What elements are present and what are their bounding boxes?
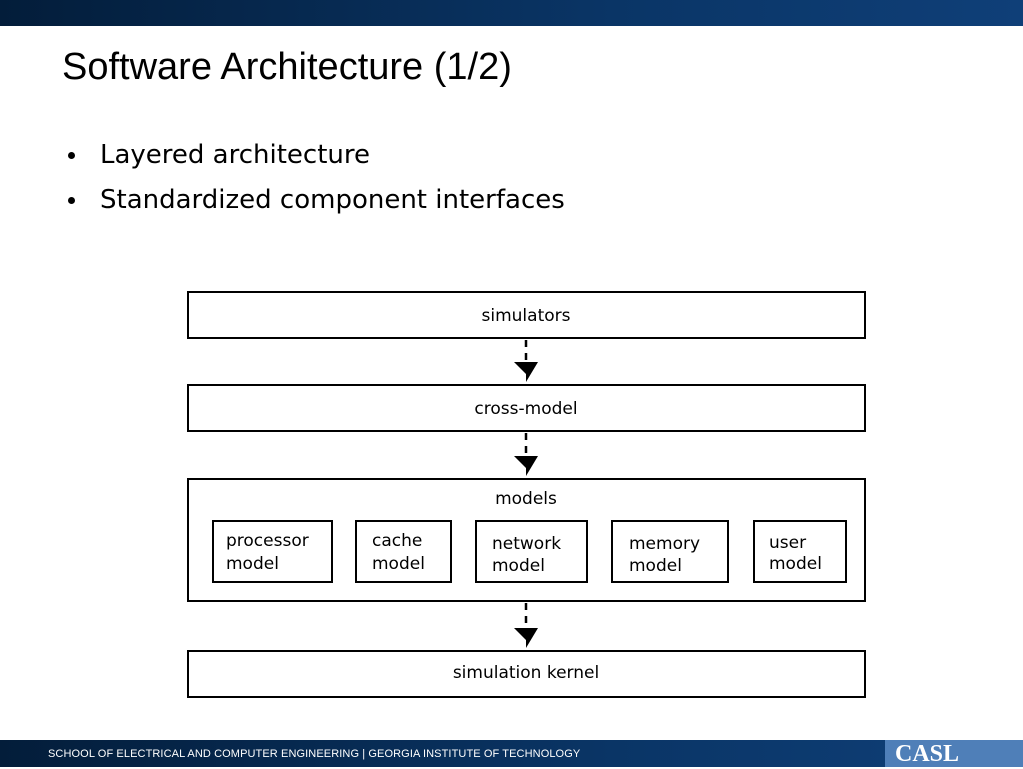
- network-model-box: [475, 520, 588, 583]
- arrow-down-icon: [514, 628, 538, 648]
- models-box: [187, 478, 866, 602]
- footer-text: SCHOOL OF ELECTRICAL AND COMPUTER ENGINE…: [48, 748, 581, 760]
- footer-bar: SCHOOL OF ELECTRICAL AND COMPUTER ENGINE…: [0, 740, 1023, 767]
- memory-model-box: [611, 520, 729, 583]
- bullet-list: Layered architecture Standardized compon…: [64, 136, 565, 226]
- models-label: models: [495, 489, 557, 509]
- slide-title: Software Architecture (1/2): [62, 46, 512, 88]
- architecture-diagram: simulators cross-model models simulation…: [187, 291, 866, 698]
- bullet-text: Layered architecture: [100, 140, 371, 170]
- simulation-kernel-box: [187, 650, 866, 698]
- arrow-down-icon: [514, 362, 538, 382]
- cross-model-box: [187, 384, 866, 432]
- simulation-kernel-label: simulation kernel: [453, 663, 599, 683]
- user-model-label: user: [769, 533, 806, 553]
- network-model-label: model: [492, 556, 545, 576]
- memory-model-label: model: [629, 556, 682, 576]
- user-model-box: [753, 520, 847, 583]
- bullet-dot-icon: [68, 197, 75, 204]
- bullet-dot-icon: [68, 152, 75, 159]
- bullet-text: Standardized component interfaces: [100, 185, 565, 215]
- processor-model-label: processor: [226, 531, 309, 551]
- cross-model-label: cross-model: [474, 399, 577, 419]
- bullet-item: Layered architecture: [64, 136, 565, 181]
- processor-model-box: [212, 520, 333, 583]
- arrow-down-icon: [514, 456, 538, 476]
- memory-model-label: memory: [629, 534, 700, 554]
- simulators-label: simulators: [482, 306, 571, 326]
- cache-model-label: model: [372, 554, 425, 574]
- casl-logo: CASL: [885, 740, 1023, 767]
- bullet-item: Standardized component interfaces: [64, 181, 565, 226]
- network-model-label: network: [492, 534, 561, 554]
- cache-model-label: cache: [372, 531, 422, 551]
- header-bar: [0, 0, 1023, 26]
- simulators-box: [187, 291, 866, 339]
- processor-model-label: model: [226, 554, 279, 574]
- cache-model-box: [355, 520, 452, 583]
- user-model-label: model: [769, 554, 822, 574]
- logo-text: CASL: [895, 741, 960, 767]
